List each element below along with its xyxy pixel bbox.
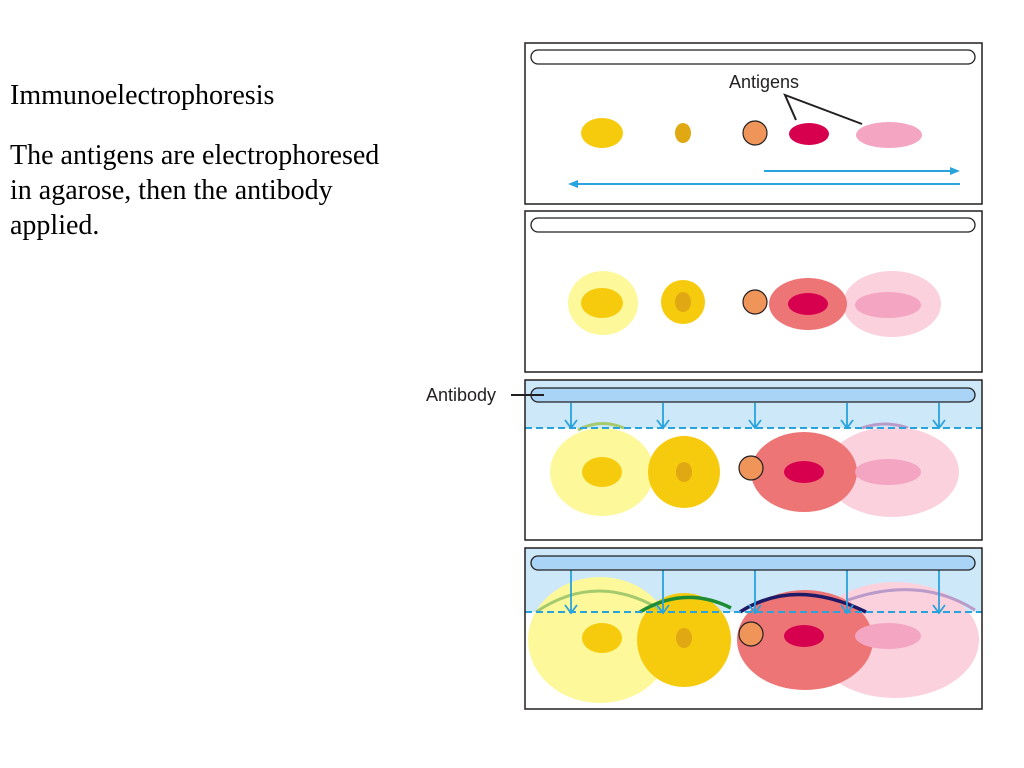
slide-body-text: The antigens are electrophoresed in agar… <box>10 140 380 241</box>
antigen-orange-spot <box>742 289 768 315</box>
antigen-orange-spot <box>738 621 764 647</box>
diffusion-arrows <box>564 570 946 615</box>
precipitin-arc-light-green <box>535 589 665 614</box>
antibody-trough-filled <box>530 387 976 403</box>
antibody-trough-empty <box>530 217 976 233</box>
antibody-trough-empty <box>530 49 976 65</box>
antigen-gold-spot <box>676 628 692 648</box>
antigen-pink-spot <box>856 122 922 148</box>
antigen-gold-spot <box>676 462 692 482</box>
panel-4-precipitin-arcs <box>524 547 983 710</box>
antigen-red-spot <box>784 625 824 647</box>
antigen-yellow-spot <box>581 288 623 318</box>
antigen-yellow-spot <box>581 118 623 148</box>
panel-frame <box>524 547 983 710</box>
antibody-zone <box>525 380 982 428</box>
antigen-yellow-spot <box>582 623 622 653</box>
slide-title: Immunoelectrophoresis <box>10 80 275 111</box>
antigen-pink-spot <box>855 459 921 485</box>
panel-frame <box>524 379 983 541</box>
antibody-label: Antibody <box>426 385 496 405</box>
precipitin-arc-green <box>639 595 732 614</box>
panel-3-antibody-applied: Antibody <box>426 379 983 541</box>
precipitin-arc-lavender <box>847 588 976 612</box>
antigen-orange-spot <box>742 120 768 146</box>
antigen-orange-spot <box>738 455 764 481</box>
antigen-red-spot <box>784 461 824 483</box>
antibody-trough-filled <box>530 555 976 571</box>
antigens-pointer-line <box>783 93 863 125</box>
diffusion-arrows <box>564 403 946 430</box>
panel-1-antigens-separated: Antigens <box>524 42 983 205</box>
antigen-pink-spot <box>855 623 921 649</box>
antigen-gold-spot <box>675 123 691 143</box>
precipitin-arc-navy <box>739 592 867 614</box>
antigens-label: Antigens <box>729 72 799 92</box>
migration-arrow-right <box>764 167 960 175</box>
antigen-gold-spot <box>675 292 691 312</box>
antigen-pink-spot <box>855 292 921 318</box>
antigen-yellow-spot <box>582 457 622 487</box>
migration-arrow-left <box>568 180 960 188</box>
antigen-red-spot <box>789 123 829 145</box>
antigen-red-spot <box>788 293 828 315</box>
faint-arc-right <box>861 422 909 430</box>
panel-2-antigens-diffused <box>524 210 983 373</box>
